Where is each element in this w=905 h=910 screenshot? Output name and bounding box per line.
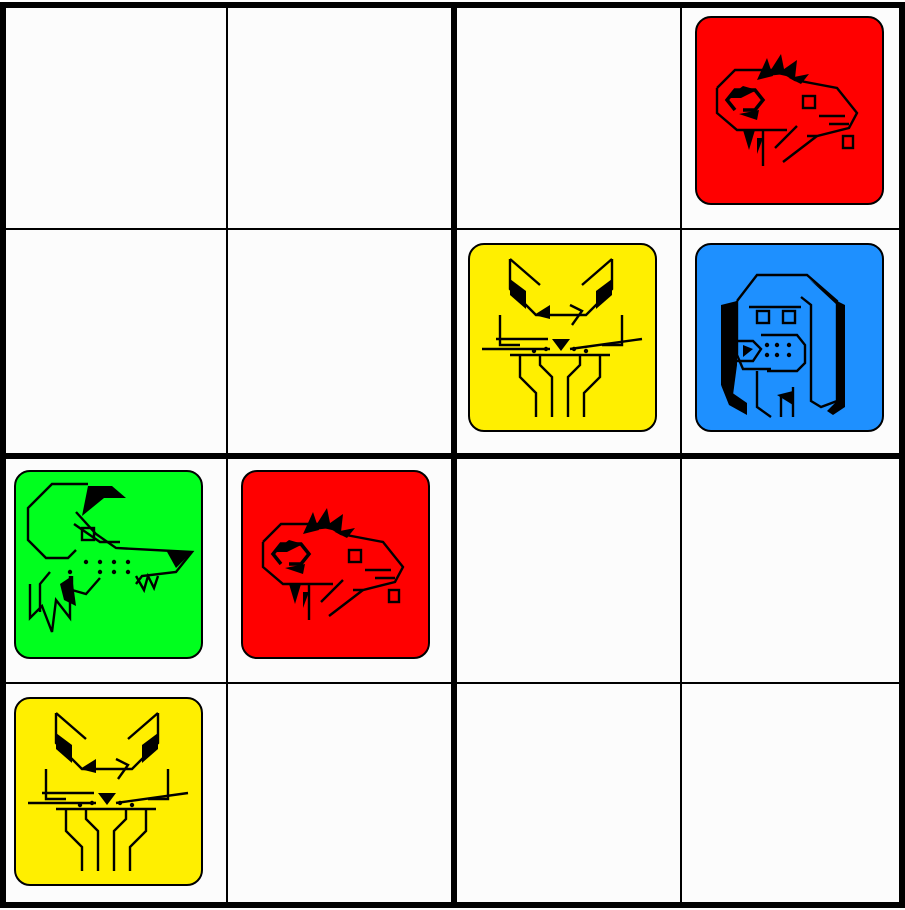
board-cell[interactable] (681, 683, 905, 910)
board-cell[interactable] (454, 683, 681, 910)
dragon-tile[interactable] (241, 470, 430, 659)
board-cell[interactable] (0, 2, 227, 229)
board-cell[interactable] (227, 456, 454, 683)
box-divider-horizontal (0, 902, 905, 908)
cat-icon (470, 245, 655, 430)
board-cell[interactable] (0, 683, 227, 910)
cell-divider-vertical (680, 2, 682, 908)
board-cell[interactable] (227, 229, 454, 456)
board-cell[interactable] (681, 2, 905, 229)
board-cell[interactable] (0, 456, 227, 683)
board-cell[interactable] (454, 456, 681, 683)
board-cell[interactable] (0, 229, 227, 456)
cat-tile[interactable] (14, 697, 203, 886)
dog-tile[interactable] (695, 243, 884, 432)
dragon-icon (243, 472, 428, 657)
board-cell[interactable] (227, 2, 454, 229)
cat-icon (16, 699, 201, 884)
board-cell[interactable] (454, 229, 681, 456)
board-cell[interactable] (454, 2, 681, 229)
board-cell[interactable] (227, 683, 454, 910)
box-divider-vertical (899, 2, 905, 908)
box-divider-horizontal (0, 453, 905, 459)
board-cell[interactable] (681, 456, 905, 683)
cat-tile[interactable] (468, 243, 657, 432)
wolf-tile[interactable] (14, 470, 203, 659)
dog-icon (697, 245, 882, 430)
dragon-tile[interactable] (695, 16, 884, 205)
wolf-icon (16, 472, 201, 657)
cell-divider-horizontal (0, 682, 905, 684)
board-cell[interactable] (681, 229, 905, 456)
dragon-icon (697, 18, 882, 203)
